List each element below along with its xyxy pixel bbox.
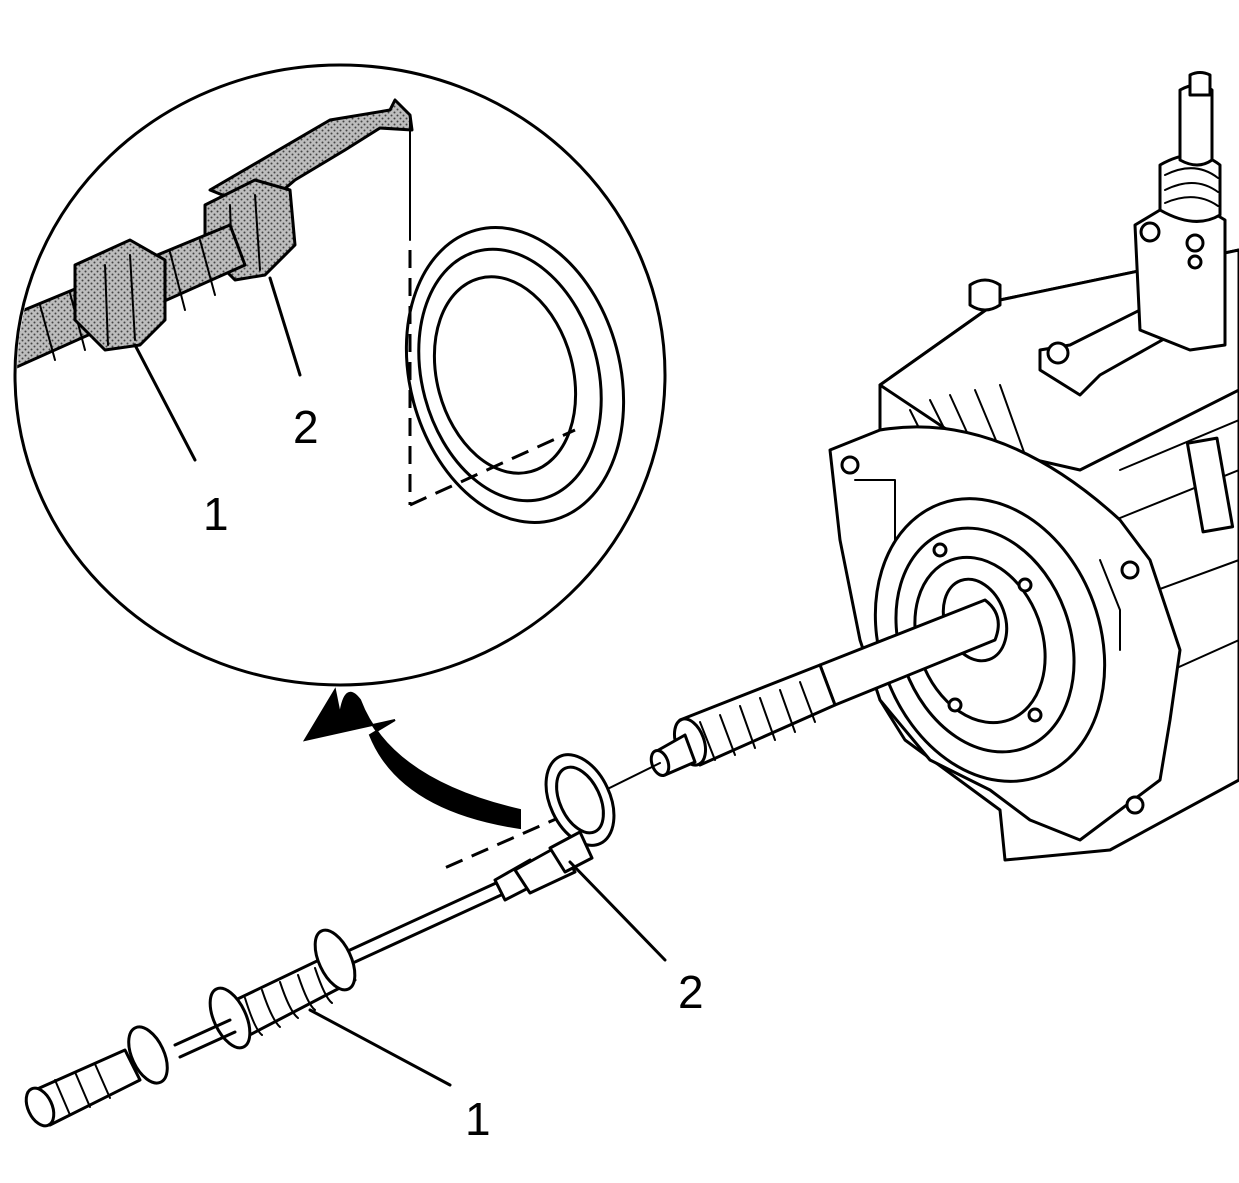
leader-detail-1 <box>133 343 197 462</box>
callout-main-1: 1 <box>465 1093 491 1145</box>
leader-main-2 <box>568 860 667 962</box>
input-shaft <box>649 598 1000 778</box>
axis-dashed-line <box>439 813 566 872</box>
seal-installer-tool <box>24 830 594 1128</box>
seal <box>544 753 616 847</box>
callout-main-2: 2 <box>678 966 704 1018</box>
callout-detail-2: 2 <box>293 401 319 453</box>
curved-arrow-icon <box>302 687 521 830</box>
detail-view <box>13 63 667 687</box>
callout-detail-1: 1 <box>203 488 229 540</box>
leader-detail-2 <box>268 276 302 377</box>
leader-main-1 <box>308 1008 452 1087</box>
